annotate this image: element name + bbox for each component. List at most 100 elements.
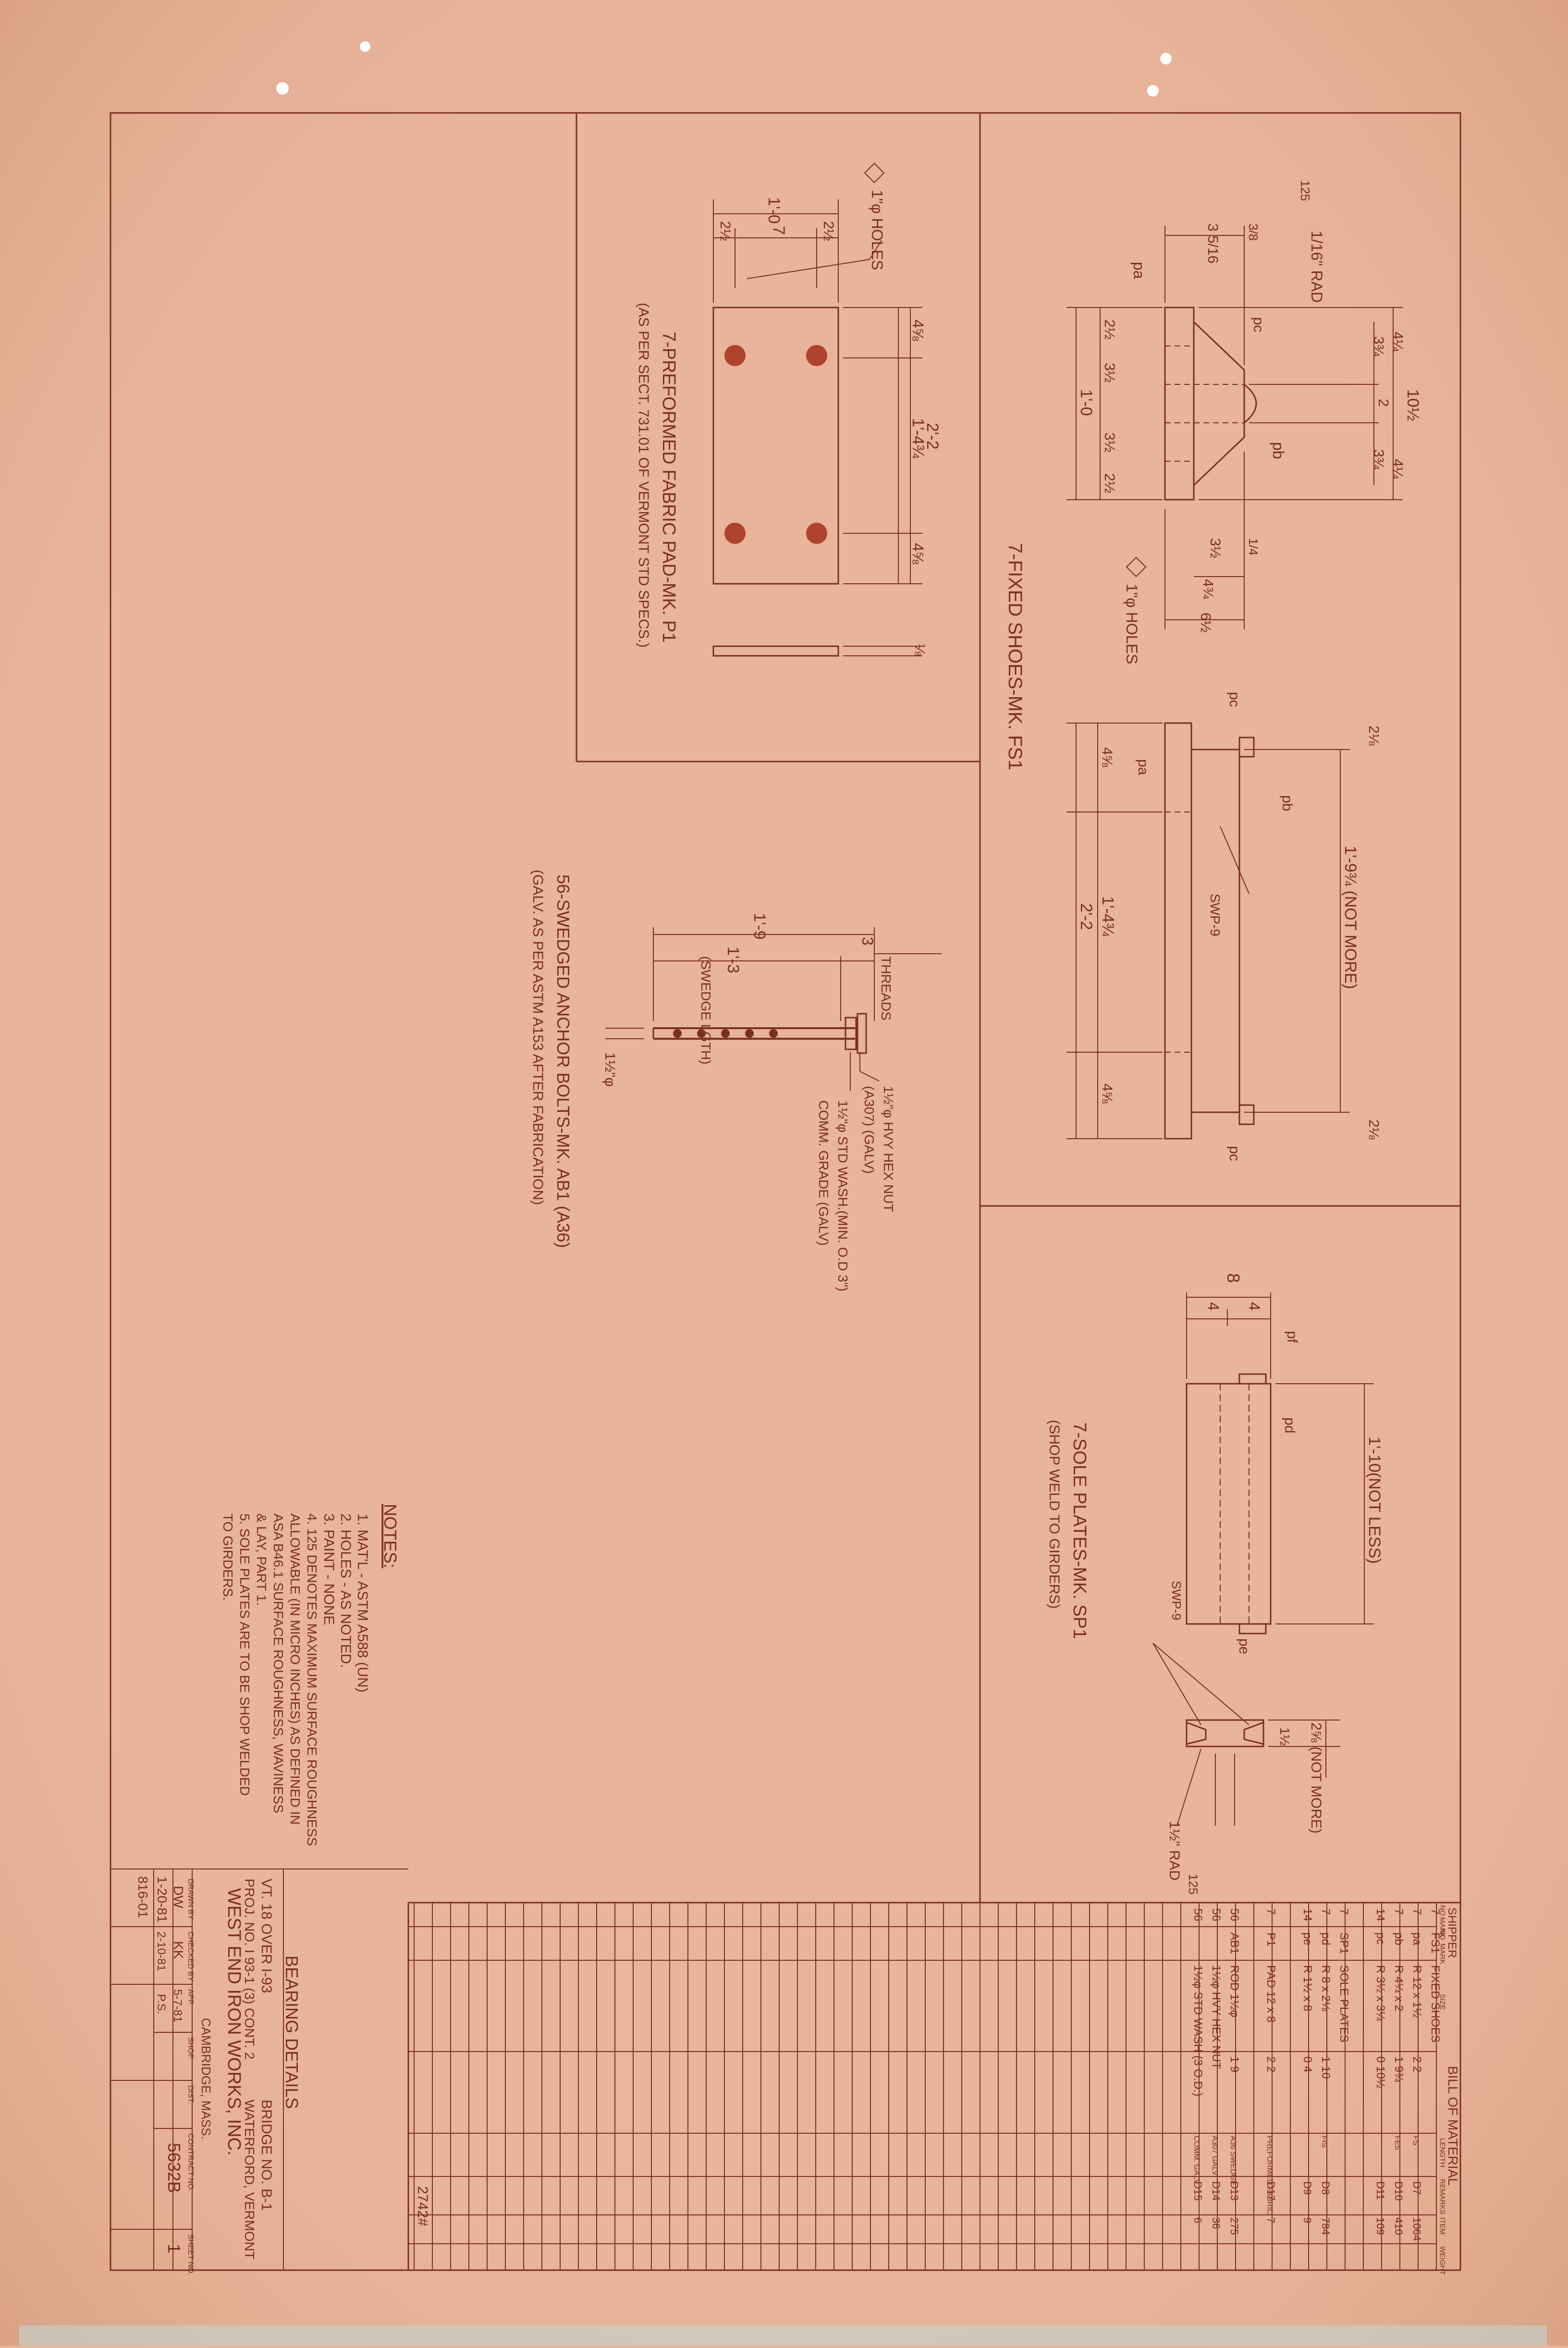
ab-threads: THREADS xyxy=(879,956,894,1020)
fs-rough: 125 xyxy=(1298,180,1312,201)
punch-hole xyxy=(276,82,289,95)
sp-dim-8: 8 xyxy=(1224,1273,1243,1283)
bom-cell: FS1 xyxy=(1429,1932,1442,1954)
bom-cell: R 3½ x 3¼ xyxy=(1374,1965,1387,2021)
bom-cell: D8 xyxy=(1320,2181,1332,2195)
pad-title: 7-PREFORMED FABRIC PAD-MK. P1 xyxy=(659,332,679,643)
bom-cell: D10 xyxy=(1393,2181,1405,2200)
fs-dim-2-half-a: 2½ xyxy=(1102,320,1117,340)
bom-header-cell: ITEM xyxy=(1438,2217,1446,2235)
fs-dim-4-3-4: 4¾ xyxy=(1200,579,1216,600)
bom-cell: R 1½ x 8 xyxy=(1301,1965,1314,2011)
bom-cell: 1½φ HVY HEX NUT xyxy=(1210,1965,1223,2069)
bom-header-cell: REMARKS xyxy=(1438,2179,1446,2214)
note-line: TO GIRDERS. xyxy=(220,1513,235,1601)
bom-cell: ROD 1½φ xyxy=(1228,1965,1241,2017)
fs-dim-10-half: 10½ xyxy=(1404,389,1422,421)
pad-dim-4-5b: 4⅝ xyxy=(909,543,927,565)
bom-cell: AB1 xyxy=(1228,1932,1241,1954)
bom-cell: D11 xyxy=(1374,2181,1386,2200)
bom-cell: 7 xyxy=(1264,1908,1277,1915)
sole-plate-view: 8 4 4 pf pd 1'-10(NOT LESS) pe SWP-9 2⅝ … xyxy=(1046,1273,1384,1894)
bom-cell: 7 xyxy=(1392,1908,1405,1915)
sp-dim-1-10: 1'-10(NOT LESS) xyxy=(1365,1437,1384,1564)
fs-side-weld: SWP-9 xyxy=(1208,894,1223,936)
punch-hole xyxy=(1160,53,1172,64)
punch-hole xyxy=(360,41,370,52)
sp-dim-2-5-8: 2⅝ (NOT MORE) xyxy=(1308,1722,1324,1833)
title-line1: VT. 18 OVER I-93 xyxy=(258,1879,274,1993)
fs-title: 7-FIXED SHOES-MK. FS1 xyxy=(1004,543,1026,770)
bolt-hole xyxy=(806,345,827,366)
fs-rad: 1/16" RAD xyxy=(1308,231,1325,303)
bom-cell: R 12 x 1½ xyxy=(1410,1965,1423,2017)
bom-cell: FIXED SHOES xyxy=(1429,1965,1442,2042)
bom-cell: P1 xyxy=(1264,1932,1277,1946)
general-notes: NOTES: 1. MAT'L - ASTM A588 (UN) 2. HOLE… xyxy=(220,1504,400,1846)
fs-dim-1-4: 1/4 xyxy=(1246,538,1261,555)
pad-dim-1-0: 1'-0 xyxy=(765,197,783,224)
bom-cell: FIS xyxy=(1320,2136,1328,2148)
pad-dim-1-4-3-4: 1'-4¾ xyxy=(909,418,927,459)
note-line: & LAY, PART 1. xyxy=(254,1513,269,1606)
note-line: ALLOWABLE (IN MICRO INCHES) AS DEFINED I… xyxy=(288,1513,303,1825)
bom-header-cell: LENGTH xyxy=(1438,2138,1446,2167)
tb-header-dist: DIST. xyxy=(186,2085,195,2104)
sheet-ref: 2742# xyxy=(415,2186,430,2226)
fs-dim-3-half-a: 3½ xyxy=(1102,363,1117,383)
fs-side-label-pc-bottom: pc xyxy=(1226,1146,1242,1161)
fs-dim-3-3-4-b: 3¾ xyxy=(1371,449,1386,470)
fs-side-label-pa: pa xyxy=(1135,759,1151,775)
title-line1b: BRIDGE NO. B-1 xyxy=(258,2100,274,2211)
bom-shipper: SHIPPER xyxy=(1446,1907,1458,1958)
fs-label-pc: pc xyxy=(1250,317,1266,332)
swedge-mark xyxy=(745,1029,754,1038)
title-line2: PROJ. NO. I 93-1 (3) CONT. 2 xyxy=(242,1879,257,2060)
bom-title: BILL OF MATERIAL xyxy=(1446,2066,1460,2186)
bom-cell: 14 xyxy=(1301,1908,1314,1921)
bom-cell: R 4¼ x 2 xyxy=(1392,1965,1405,2011)
sp-rough: 125 xyxy=(1186,1874,1200,1894)
tb-checked: KK xyxy=(171,1941,186,1959)
bom-header-cell: NO xyxy=(1438,1905,1446,1916)
ab-nut: 1½"φ HVY HEX NUT xyxy=(881,1086,896,1212)
ab-dim-1-3: 1'-3 xyxy=(724,947,742,973)
fs-dim-3-half-b: 3½ xyxy=(1102,432,1117,453)
pad-dim-7: 7 xyxy=(770,226,788,235)
note-line: 5. SOLE PLATES ARE TO BE SHOP WELDED xyxy=(237,1513,252,1796)
bom-cell: D15 xyxy=(1192,2181,1204,2200)
bom-cell: 275 xyxy=(1228,2217,1240,2235)
fs-dim-1-0: 1'-0 xyxy=(1077,389,1095,416)
sp-dim-4a: 4 xyxy=(1205,1302,1222,1311)
fs-dim-4-1-4-b: 4¼ xyxy=(1390,459,1406,479)
pad-note: (AS PER SECT. 731.01 OF VERMONT STD SPEC… xyxy=(636,303,651,648)
pad-view: 1'-0 2½ 7 2½ 1"φ HOLES 4⅝ 1'-4¾ 4⅝ 2'-2 … xyxy=(636,162,942,657)
tb-header-drawn: DRAWN BY xyxy=(186,1879,195,1920)
fs-side-label-pc-top: pc xyxy=(1226,692,1242,707)
fs-dim-2-half-b: 2½ xyxy=(1102,473,1117,493)
bom-cell: pd xyxy=(1319,1932,1332,1945)
fs-holes-label: 1"φ HOLES xyxy=(1123,584,1140,664)
fs-dim-6-half: 6½ xyxy=(1198,613,1213,633)
bom-cell: D7 xyxy=(1411,2181,1423,2195)
fs-side-dim-2-2: 2'-2 xyxy=(1077,903,1095,930)
bom-header-cell: NO xyxy=(1438,1929,1446,1940)
tb-header-sheet: SHEET NO. xyxy=(186,2234,195,2275)
fs-dim-3-5-16: 3 5/16 xyxy=(1205,223,1221,263)
bom-cell: D17 xyxy=(1265,2181,1277,2200)
company-name: WEST END IRON WORKS, INC. xyxy=(224,1888,244,2156)
swedge-mark xyxy=(769,1029,778,1038)
company-city: CAMBRIDGE, MASS. xyxy=(199,2018,213,2139)
sp-note: (SHOP WELD TO GIRDERS) xyxy=(1046,1420,1062,1609)
tb-app2: P.S. xyxy=(155,1994,168,2014)
bom-cell: 56 xyxy=(1228,1908,1241,1921)
sp-title: 7-SOLE PLATES-MK. SP1 xyxy=(1069,1422,1090,1639)
fs-dim-2: 2 xyxy=(1375,399,1391,407)
pad-dim-eighth: ⅛ xyxy=(912,644,928,656)
note-line: 4. 125 DENOTES MAXIMUM SURFACE ROUGHNESS xyxy=(305,1513,319,1846)
note-line: 1. MAT'L - ASTM A588 (UN) xyxy=(355,1513,370,1692)
bom-cell: D9 xyxy=(1301,2181,1313,2195)
